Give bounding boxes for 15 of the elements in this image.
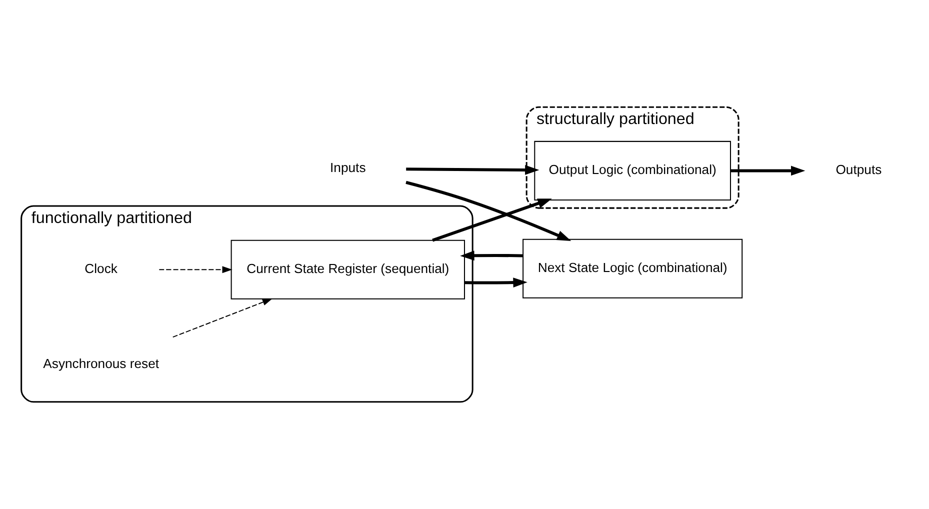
arrow [172, 298, 272, 338]
node-box: Current State Register (sequential) [230, 240, 464, 300]
node-text: Outputs [835, 162, 882, 178]
node-text: Asynchronous reset [42, 356, 159, 371]
node-box: Output Logic (combinational) [534, 140, 730, 200]
node-box: Next State Logic (combinational) [522, 238, 742, 298]
arrow [464, 278, 527, 288]
arrow [405, 180, 571, 242]
node-text: Clock [84, 261, 117, 276]
arrow [158, 266, 232, 274]
arrow [730, 166, 805, 176]
arrow [432, 198, 552, 242]
arrow [406, 165, 539, 175]
node-text: Inputs [330, 160, 366, 176]
arrow [460, 250, 522, 261]
